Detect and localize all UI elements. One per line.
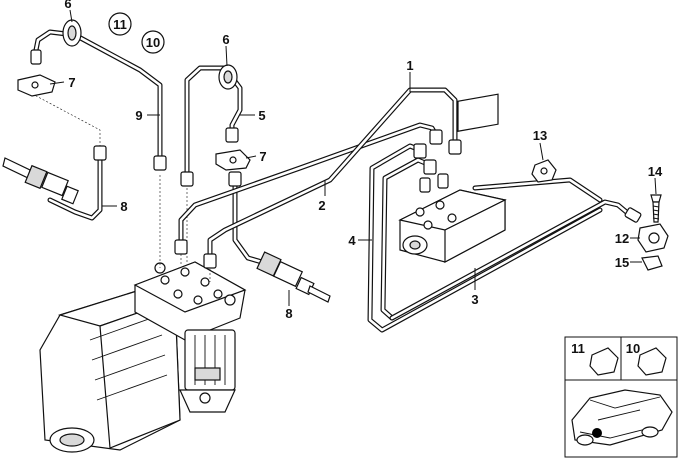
- label-circle-11: 11: [113, 17, 127, 32]
- inset-panel: [564, 336, 678, 458]
- label-part-7-right: 7: [259, 149, 266, 164]
- label-part-8-left: 8: [120, 199, 127, 214]
- valve-block: [398, 93, 507, 263]
- label-part-12: 12: [615, 231, 629, 246]
- label-part-6-left: 6: [64, 0, 71, 11]
- holder-12: [637, 223, 669, 253]
- label-part-6-right: 6: [222, 32, 229, 47]
- leader-lines: [49, 9, 657, 306]
- label-part-2: 2: [318, 198, 325, 213]
- label-part-8-center: 8: [285, 306, 292, 321]
- brake-line-2: [174, 122, 443, 255]
- abs-hydraulic-unit: [39, 261, 247, 453]
- label-part-5: 5: [258, 108, 265, 123]
- brake-line-3: [389, 177, 642, 321]
- location-dot-icon: [592, 428, 602, 438]
- label-part-14: 14: [648, 164, 663, 179]
- brake-hose-8-center: [228, 171, 331, 303]
- brake-hose-8-left: [2, 145, 107, 221]
- label-part-4: 4: [348, 233, 356, 248]
- clip-13: [531, 159, 557, 183]
- label-part-13: 13: [533, 128, 547, 143]
- brake-line-4: [367, 143, 603, 333]
- bracket-7-left: [17, 74, 56, 97]
- grommet-6-left: [62, 19, 82, 47]
- label-inset-10: 10: [626, 341, 640, 356]
- nut-15: [641, 255, 663, 271]
- label-part-3: 3: [471, 292, 478, 307]
- label-part-1: 1: [406, 58, 413, 73]
- label-part-9: 9: [135, 108, 142, 123]
- label-part-7-left: 7: [68, 75, 75, 90]
- brake-line-1: [203, 87, 462, 269]
- label-circle-10: 10: [146, 35, 160, 50]
- label-inset-11: 11: [571, 341, 585, 356]
- grommet-6-right: [218, 64, 238, 90]
- label-part-15: 15: [615, 255, 629, 270]
- reference-circle-10: [141, 30, 165, 54]
- reference-circle-11: [108, 12, 132, 36]
- screw-14: [650, 194, 662, 223]
- bracket-7-right: [215, 149, 251, 171]
